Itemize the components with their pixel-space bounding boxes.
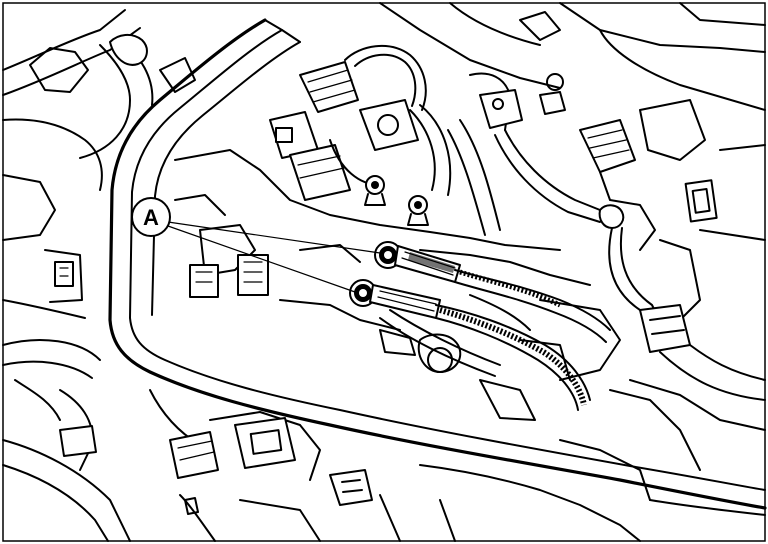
callout-a-label: A <box>143 205 159 230</box>
upper-left-hoses <box>2 9 196 319</box>
top-right-cover <box>379 2 766 321</box>
callout-a: A <box>131 197 381 293</box>
central-connectors <box>269 44 601 236</box>
callout-a-leader-upper <box>167 221 381 254</box>
lower-structure <box>379 299 766 542</box>
right-connector-cluster <box>579 119 766 401</box>
callout-a-leader-lower <box>167 225 356 293</box>
ground-straps <box>379 269 611 411</box>
callout-a-circle <box>131 197 171 237</box>
upper-terminals <box>364 175 429 226</box>
bottom-left-parts <box>2 339 456 542</box>
ground-terminal-upper <box>374 241 461 283</box>
engine-block <box>174 149 591 331</box>
